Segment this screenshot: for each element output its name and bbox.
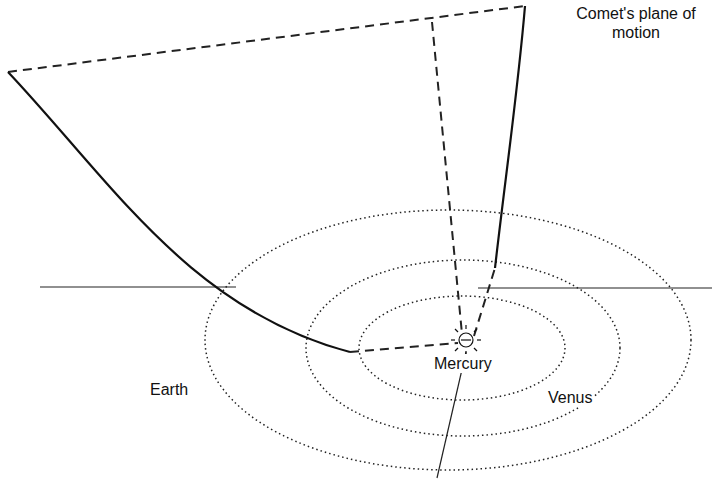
planet-label: Earth: [148, 380, 190, 399]
planet-label: Mercury: [432, 354, 494, 373]
plane-label: Comet's plane of motion: [564, 4, 708, 42]
planet-label: Venus: [546, 388, 594, 407]
line-of-nodes: [474, 268, 495, 336]
comet-path: [495, 6, 525, 268]
mercury-orbit: [359, 296, 565, 400]
ecliptic-axis: [40, 286, 236, 287]
plane-edge: [8, 6, 525, 72]
venus-orbit: [306, 260, 620, 436]
plane-axis: [432, 22, 462, 334]
line-of-nodes: [350, 343, 458, 352]
sun-symbol: [451, 325, 481, 355]
ecliptic-axis: [478, 287, 712, 288]
comet-path: [8, 72, 350, 352]
